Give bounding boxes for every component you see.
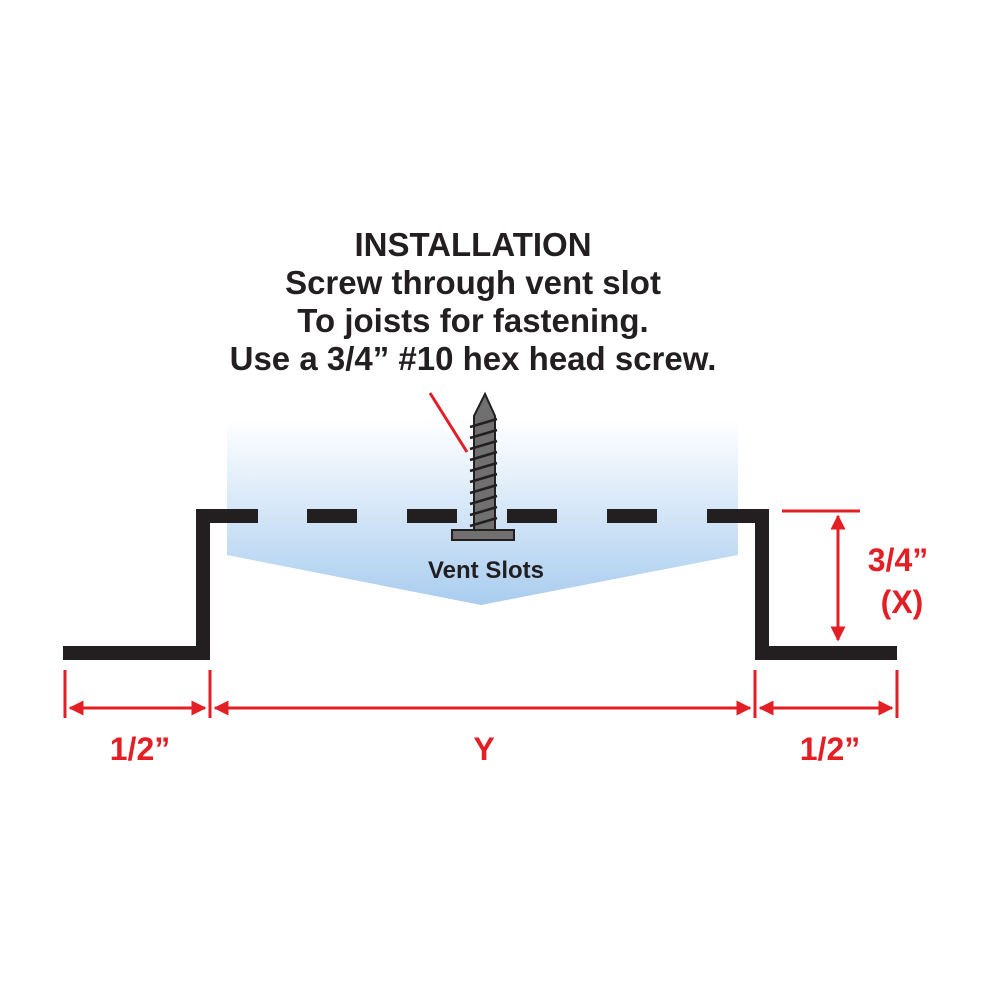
instruction-line-2: To joists for fastening. xyxy=(297,302,648,339)
width-label: Y xyxy=(473,731,494,767)
hex-head-screw-icon xyxy=(451,391,515,541)
right-flange-label: 1/2” xyxy=(800,731,860,767)
instruction-line-1: Screw through vent slot xyxy=(285,264,661,301)
vent-slots-label: Vent Slots xyxy=(428,557,544,584)
instruction-line-3: Use a 3/4” #10 hex head screw. xyxy=(230,340,717,377)
height-label: 3/4” xyxy=(868,542,928,578)
vent-profile xyxy=(63,509,897,660)
left-flange-label: 1/2” xyxy=(110,731,170,767)
heading: INSTALLATION xyxy=(354,226,591,263)
leader-line xyxy=(428,392,469,453)
dimension-lines xyxy=(63,509,899,718)
height-variable-label: (X) xyxy=(881,584,924,620)
